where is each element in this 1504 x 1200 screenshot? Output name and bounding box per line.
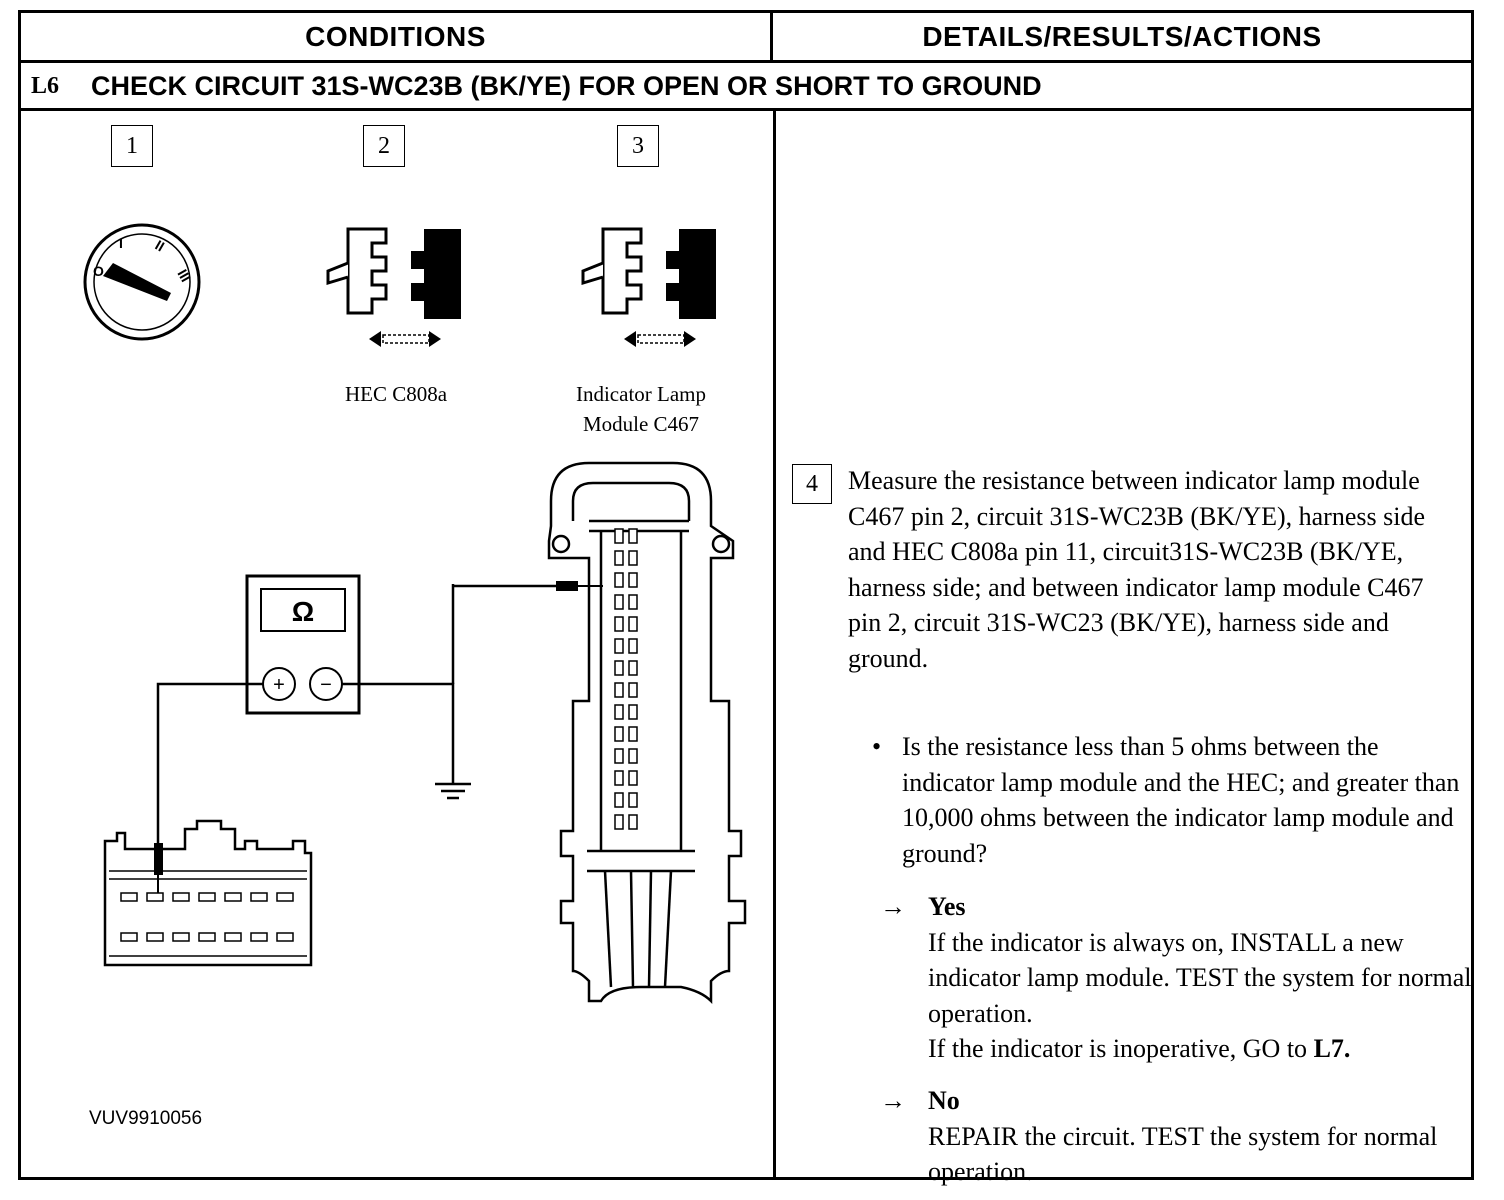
step-title: CHECK CIRCUIT 31S-WC23B (BK/YE) FOR OPEN… bbox=[91, 71, 1042, 101]
connector-disconnect-icon bbox=[326, 227, 461, 347]
probe-c467 bbox=[556, 581, 603, 591]
no-text: REPAIR the circuit. TEST the system for … bbox=[928, 1121, 1438, 1187]
table-header: CONDITIONS DETAILS/RESULTS/ACTIONS bbox=[21, 13, 1471, 63]
indicator-lamp-label-line2: Module C467 bbox=[582, 412, 700, 436]
column-divider bbox=[773, 111, 776, 1177]
answer-no: → No REPAIR the circuit. TEST the system… bbox=[880, 1083, 1480, 1190]
answer-yes: → Yes If the indicator is always on, INS… bbox=[880, 889, 1480, 1067]
wiring-diagram: O I II III bbox=[83, 223, 747, 1005]
meter-minus: − bbox=[320, 674, 332, 696]
question-body: Is the resistance less than 5 ohms betwe… bbox=[902, 732, 1460, 868]
ground-icon bbox=[435, 782, 471, 800]
step-number-2: 2 bbox=[363, 125, 405, 167]
meter-symbol: Ω bbox=[292, 596, 314, 627]
yes-line1: If the indicator is always on, INSTALL a… bbox=[928, 927, 1472, 1028]
question-text: • Is the resistance less than 5 ohms bet… bbox=[872, 729, 1472, 871]
details-header: DETAILS/RESULTS/ACTIONS bbox=[922, 21, 1322, 52]
bullet: • bbox=[872, 732, 882, 761]
conditions-figure: 1 2 3 O I II III bbox=[21, 111, 773, 1177]
c467-connector bbox=[547, 461, 747, 1005]
ignition-pos-1: I bbox=[119, 235, 123, 251]
yes-line2-prefix: If the indicator is inoperative, GO to bbox=[928, 1034, 1314, 1064]
test-leads bbox=[156, 584, 561, 856]
step-number-1: 1 bbox=[111, 125, 153, 167]
arrow-icon: → bbox=[880, 1086, 906, 1115]
procedure-table: CONDITIONS DETAILS/RESULTS/ACTIONS L6 CH… bbox=[18, 10, 1474, 1186]
conditions-header: CONDITIONS bbox=[21, 13, 773, 60]
ignition-switch-icon: O I II III bbox=[83, 223, 201, 341]
no-label: No bbox=[928, 1086, 960, 1115]
hec-c808a-label: HEC C808a bbox=[344, 382, 448, 406]
hec-c808a-connector bbox=[103, 819, 313, 967]
step-number-4: 4 bbox=[792, 464, 832, 504]
meter-plus: + bbox=[273, 674, 285, 696]
c467-pins bbox=[614, 528, 638, 830]
step-number-3: 3 bbox=[617, 125, 659, 167]
indicator-lamp-label-line1: Indicator Lamp bbox=[575, 382, 707, 406]
ignition-pos-0: O bbox=[93, 263, 104, 279]
ohmmeter-icon: Ω + − bbox=[245, 574, 361, 715]
step-title-row: L6 CHECK CIRCUIT 31S-WC23B (BK/YE) FOR O… bbox=[21, 63, 1471, 111]
figure-id: VUV9910056 bbox=[89, 1108, 203, 1129]
instruction-text: Measure the resistance between indicator… bbox=[848, 466, 1425, 673]
yes-line2: If the indicator is inoperative, GO to L… bbox=[928, 1031, 1480, 1067]
goto-l7-link[interactable]: L7. bbox=[1313, 1034, 1351, 1064]
arrow-icon: → bbox=[880, 892, 906, 921]
step-id: L6 bbox=[31, 73, 60, 99]
yes-label: Yes bbox=[928, 892, 966, 921]
details-column: 4 Measure the resistance between indicat… bbox=[776, 111, 1472, 1186]
connector-disconnect-icon bbox=[581, 227, 716, 347]
